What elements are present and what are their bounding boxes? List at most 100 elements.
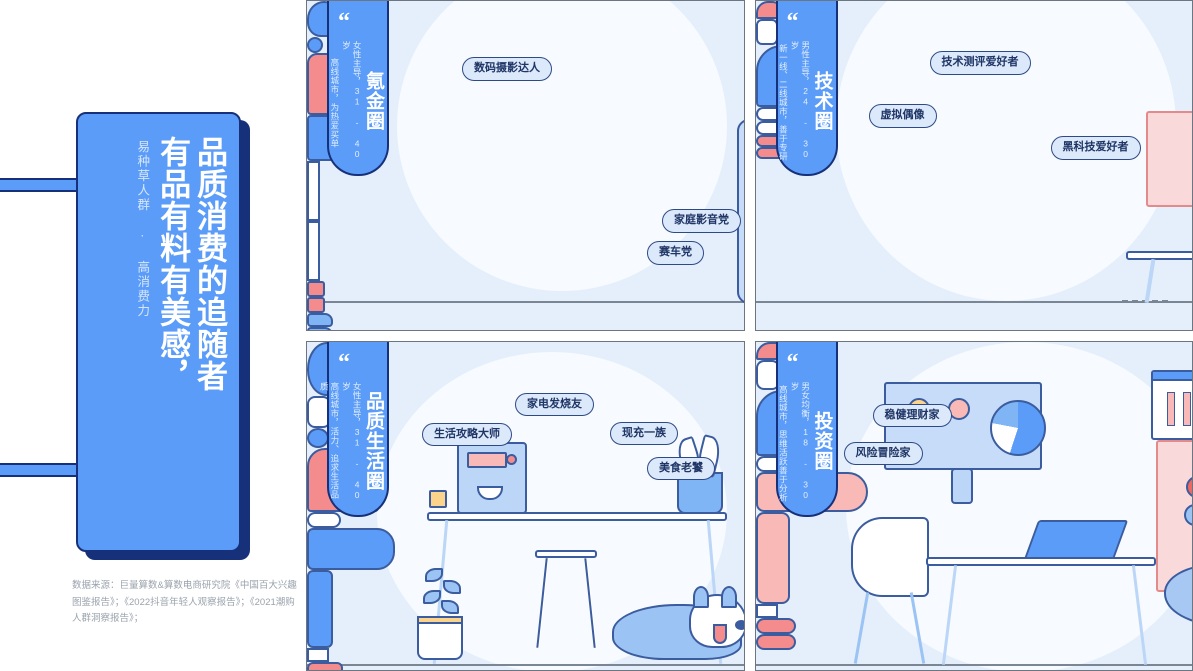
shoe (755, 617, 796, 634)
chair-leg (853, 591, 869, 664)
data-source-note: 数据来源：巨量算数&算数电商研究院《中国百大兴趣图鉴报告》；《2022抖音年轻人… (72, 580, 297, 625)
coffee-cup (950, 467, 973, 504)
tag-item[interactable]: 技术测评爱好者 (929, 51, 1031, 75)
ribbon-description: 高线城市，为热爱买单 (329, 57, 340, 148)
quote-mark-icon: “ (786, 349, 799, 376)
leg (755, 511, 790, 604)
bar-chart-board (1150, 369, 1193, 440)
ground-line (755, 301, 1192, 303)
leaf (443, 579, 461, 594)
title-line-2: 有品有料有美感， (155, 136, 191, 392)
laptop (1023, 519, 1128, 560)
pink-board (1145, 111, 1193, 207)
ribbon-description: 高线城市，思维活跃善于分析 (778, 384, 789, 502)
tag-item[interactable]: 现充一族 (610, 421, 678, 446)
chair (850, 516, 929, 597)
ribbon-tech-circle: “ 技术圈 男性主导，24 - 30岁 新一线、二线城市，善于专研 (775, 1, 838, 176)
ribbon-title: 技术圈 (811, 70, 833, 131)
dog-tongue (713, 623, 727, 644)
connector-bar-bottom (0, 463, 92, 477)
quadrant-quality-life-circle: “ 品质生活圈 女性主导，31 - 40岁 高线城市，活力、追求生活品质 家电发… (306, 340, 745, 671)
ankle (755, 603, 778, 618)
tag-item[interactable]: 美食老饕 (647, 456, 715, 481)
ribbon-demographics: 女性主导，31 - 40岁 (341, 41, 363, 160)
decoration-dot (1183, 503, 1193, 526)
hair-bun (307, 37, 323, 53)
dog-ear (721, 585, 737, 608)
bar (1182, 391, 1191, 426)
quadrant-tech-circle: “ 技术圈 男性主导，24 - 30岁 新一线、二线城市，善于专研 技术测评爱好… (754, 0, 1193, 331)
shoe (307, 661, 343, 671)
tag-item[interactable]: 黑科技爱好者 (1050, 136, 1141, 160)
ribbon-investment-circle: “ 投资圈 男女均衡，18 - 30岁 高线城市，思维活跃善于分析 (775, 341, 838, 517)
ribbon-title: 品质生活圈 (363, 391, 384, 491)
coffee-machine (457, 441, 527, 514)
ribbon-demographics: 女性主导，31 - 40岁 (341, 381, 363, 501)
quote-mark-icon: “ (786, 9, 799, 35)
shoe-left (307, 313, 333, 327)
ribbon-demographics: 男性主导，24 - 30岁 (789, 41, 811, 160)
ground-line (307, 301, 744, 303)
quadrant-krypton-circle: “ 氪金圈 女性主导，31 - 40岁 高线城市，为热爱买单 数码摄影达人 家庭… (306, 0, 745, 331)
ribbon-krypton-circle: “ 氪金圈 女性主导，31 - 40岁 高线城市，为热爱买单 (327, 1, 389, 176)
sock-right (307, 297, 325, 313)
dog-nose (735, 619, 744, 630)
tag-item[interactable]: 虚拟偶像 (868, 104, 937, 128)
pie-chart-board (883, 381, 1046, 470)
quote-mark-icon: “ (338, 9, 350, 35)
desk (925, 556, 1156, 566)
tag-item[interactable]: 生活攻略大师 (422, 422, 512, 447)
tag-item[interactable]: 家电发烧友 (515, 392, 594, 417)
leg-right (307, 221, 320, 281)
tag-item[interactable]: 赛车党 (647, 241, 704, 265)
board-header (1152, 371, 1193, 381)
title-panel: 品质消费的追随者 有品有料有美感， 易种草人群 · 高消费力 (76, 112, 241, 552)
head (755, 19, 778, 45)
floor-plant-pot (417, 615, 463, 660)
pie-chart (989, 399, 1046, 456)
mug (429, 489, 447, 508)
arm (307, 511, 341, 528)
ribbon-demographics: 男女均衡，18 - 30岁 (789, 381, 811, 501)
ground-line (307, 663, 744, 666)
tag-item[interactable]: 家庭影音党 (662, 209, 741, 233)
tag-item[interactable]: 风险冒险家 (843, 441, 923, 466)
bar (1166, 391, 1175, 426)
ribbon-description: 高线城市，活力、追求生活品质 (319, 381, 340, 499)
connector-bar-top (0, 178, 92, 192)
leg-left (307, 161, 320, 221)
ribbon-title: 氪金圈 (363, 70, 384, 131)
shoe (755, 633, 796, 650)
pink-board (1155, 439, 1193, 592)
shoe-right (307, 327, 333, 330)
illustration-q3 (307, 341, 744, 671)
ribbon-description: 新一线、二线城市，善于专研 (778, 44, 789, 161)
ribbon-title: 投资圈 (811, 411, 833, 471)
table (427, 511, 727, 521)
leaf (423, 589, 441, 604)
pot-rim (417, 615, 463, 624)
leg (307, 569, 333, 648)
coffee-cup (477, 485, 503, 500)
title-line-1: 品质消费的追随者 (192, 136, 227, 392)
ankle (307, 647, 329, 662)
ribbon-quality-life-circle: “ 品质生活圈 女性主导，31 - 40岁 高线城市，活力、追求生活品质 (319, 341, 389, 517)
decoration-dot (1185, 475, 1193, 498)
screen-front (737, 119, 744, 304)
title-subtitle: 易种草人群 · 高消费力 (135, 140, 150, 319)
ground-line (755, 663, 1192, 666)
machine-knob-icon[interactable] (506, 453, 517, 465)
machine-display (467, 451, 507, 468)
quadrant-investment-circle: “ 投资圈 男女均衡，18 - 30岁 高线城市，思维活跃善于分析 稳健理财家 … (754, 340, 1193, 671)
dog-ear (693, 585, 709, 608)
tag-item[interactable]: 数码摄影达人 (462, 57, 552, 81)
desk (1125, 251, 1193, 260)
tag-item[interactable]: 稳健理财家 (872, 403, 952, 428)
leaf (441, 599, 459, 614)
quote-mark-icon: “ (338, 349, 350, 376)
leaf (425, 567, 443, 582)
stool-seat (535, 549, 597, 558)
sock-left (307, 281, 325, 297)
pants-upper (307, 527, 395, 570)
